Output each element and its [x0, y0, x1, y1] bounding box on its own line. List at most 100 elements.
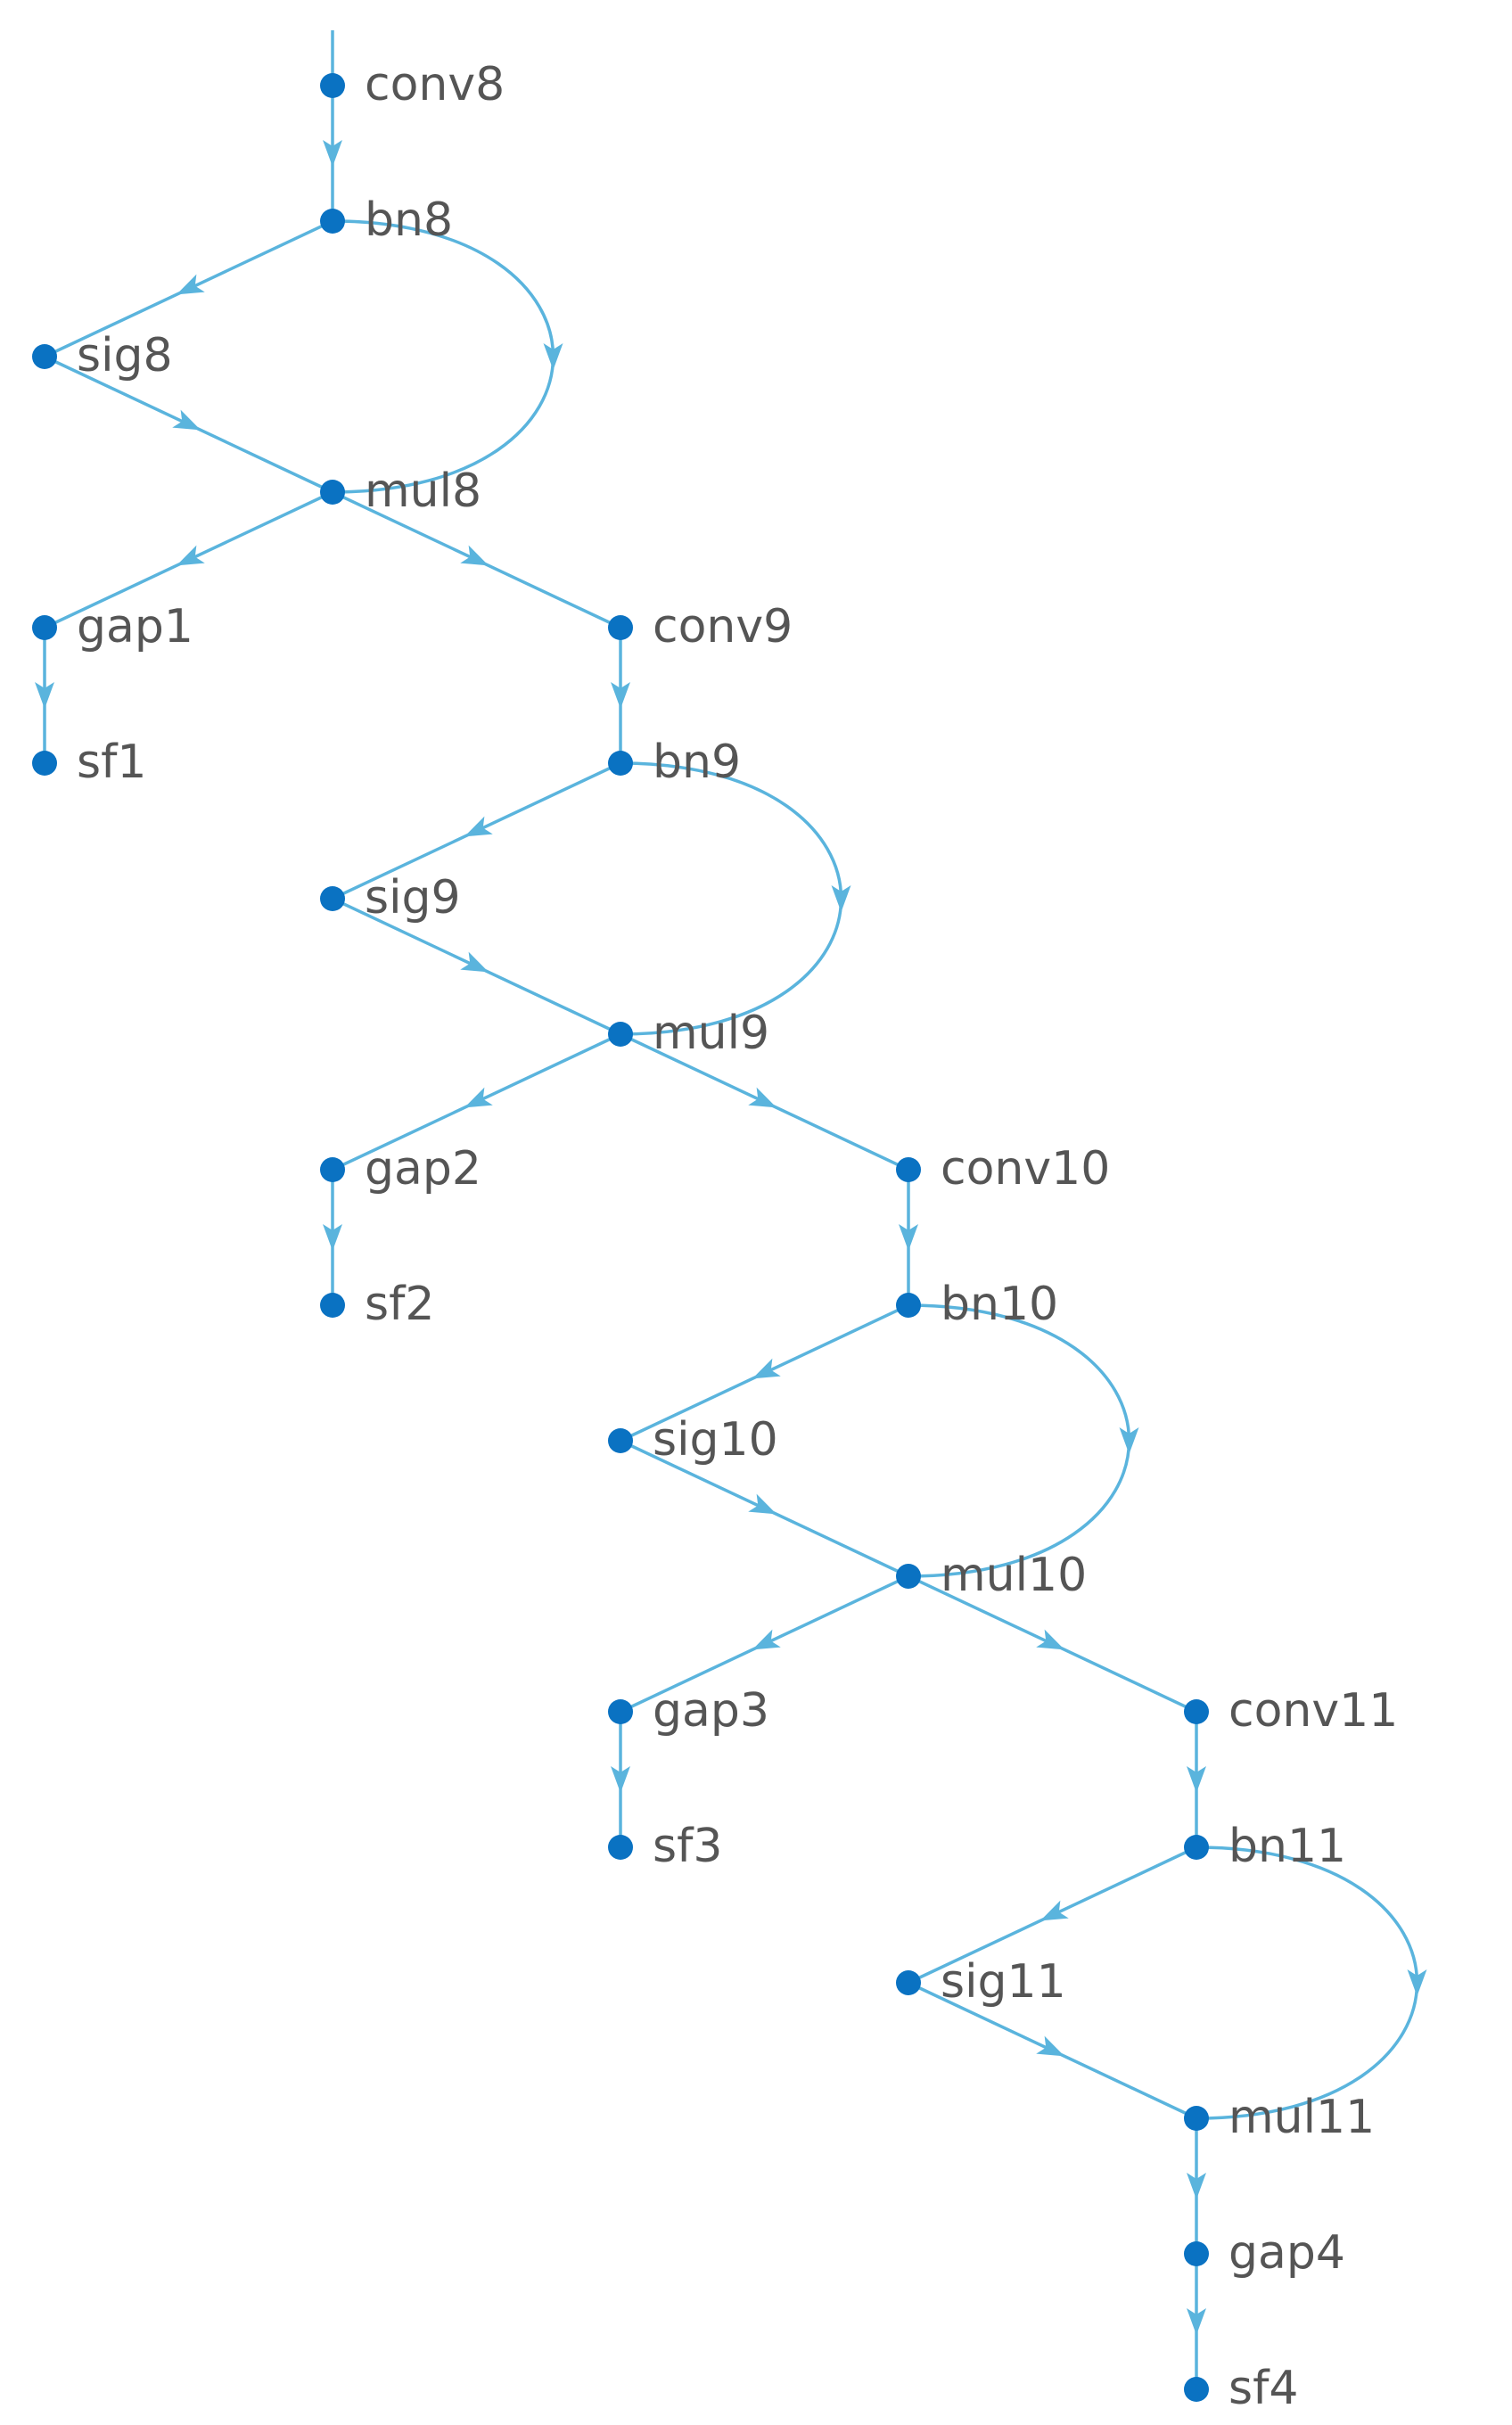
node-sig9[interactable]: sig9 [320, 871, 461, 925]
node-label: sf2 [365, 1278, 434, 1331]
edge-sig9-mul9-arrow [460, 951, 489, 973]
edge-sig10-mul10-arrow [748, 1493, 777, 1515]
edge-sig8-mul8-arrow [172, 409, 201, 431]
edge-mul11-gap4-arrow [1187, 2173, 1206, 2199]
node-mul11[interactable]: mul11 [1184, 2091, 1375, 2144]
node-label: sf3 [653, 1820, 722, 1873]
node-dot [896, 1970, 921, 1995]
node-label: bn9 [653, 736, 741, 789]
edge-bn8-mul8 [332, 219, 555, 494]
node-label: sig11 [941, 1955, 1066, 2009]
node-dot [320, 1157, 345, 1182]
edge-bn8-sig8-arrow [176, 274, 205, 295]
node-conv11[interactable]: conv11 [1184, 1684, 1398, 1738]
node-label: mul9 [653, 1007, 769, 1060]
edge-bn11-sig11-arrow [1040, 1900, 1069, 1921]
node-label: conv11 [1228, 1684, 1398, 1738]
node-bn9[interactable]: bn9 [608, 736, 741, 789]
node-conv9[interactable]: conv9 [608, 600, 793, 654]
edge-gap2-sf2-arrow [323, 1224, 342, 1251]
node-dot [32, 344, 57, 369]
node-label: gap1 [77, 600, 193, 654]
node-gap3[interactable]: gap3 [608, 1684, 769, 1738]
node-label: mul11 [1228, 2091, 1375, 2144]
edges-layer [35, 30, 1427, 2389]
node-dot [608, 1835, 633, 1860]
node-bn8[interactable]: bn8 [320, 193, 453, 247]
node-label: sf4 [1228, 2362, 1298, 2415]
node-label: gap3 [653, 1684, 769, 1738]
node-label: sig9 [365, 871, 461, 925]
node-dot [1184, 1835, 1209, 1860]
edge-mul8-conv9-arrow [460, 545, 489, 566]
node-sf1[interactable]: sf1 [32, 736, 146, 789]
node-label: gap4 [1228, 2226, 1345, 2280]
node-dot [896, 1157, 921, 1182]
node-bn10[interactable]: bn10 [896, 1278, 1058, 1331]
node-label: sig8 [77, 329, 173, 382]
edge-sig11-mul11-arrow [1036, 2035, 1065, 2057]
node-sf3[interactable]: sf3 [608, 1820, 722, 1873]
node-dot [896, 1564, 921, 1589]
node-dot [320, 886, 345, 911]
edge-mul10-gap3-arrow [752, 1629, 781, 1650]
edge-bn11-mul11-arrow [1407, 1969, 1427, 1996]
edge-mul10-conv11-arrow [1036, 1629, 1065, 1650]
node-label: bn10 [941, 1278, 1058, 1331]
node-dot [1184, 2377, 1209, 2402]
node-sig8[interactable]: sig8 [32, 329, 173, 382]
node-dot [1184, 2106, 1209, 2131]
nodes-layer: conv8 bn8 sig8 mul8 gap1 sf1 conv9 bn9 sig9 mul9 g… [32, 58, 1398, 2415]
edge-mul8-gap1-arrow [176, 545, 205, 566]
node-bn11[interactable]: bn11 [1184, 1820, 1346, 1873]
edge-gap1-sf1-arrow [35, 682, 54, 709]
node-gap1[interactable]: gap1 [32, 600, 193, 654]
node-mul9[interactable]: mul9 [608, 1007, 769, 1060]
node-sig10[interactable]: sig10 [608, 1413, 778, 1467]
edge-gap4-sf4-arrow [1187, 2308, 1206, 2335]
edge-conv10-bn10-arrow [899, 1224, 918, 1251]
node-sf4[interactable]: sf4 [1184, 2362, 1298, 2415]
node-dot [896, 1293, 921, 1318]
node-conv10[interactable]: conv10 [896, 1142, 1110, 1196]
edge-bn9-mul9 [620, 761, 843, 1036]
edge-conv9-bn9-arrow [611, 682, 630, 709]
edge-bn9-mul9-arrow [831, 885, 851, 912]
node-dot [320, 1293, 345, 1318]
node-label: sf1 [77, 736, 146, 789]
node-label: bn11 [1228, 1820, 1346, 1873]
node-mul8[interactable]: mul8 [320, 464, 481, 518]
node-label: conv8 [365, 58, 505, 111]
node-conv8[interactable]: conv8 [320, 58, 505, 111]
node-dot [320, 480, 345, 505]
node-dot [320, 209, 345, 234]
edge-conv8-bn8-arrow [323, 140, 342, 167]
edge-bn11-mul11 [1196, 1845, 1419, 2120]
node-mul10[interactable]: mul10 [896, 1549, 1087, 1602]
node-label: conv10 [941, 1142, 1110, 1196]
node-sf2[interactable]: sf2 [320, 1278, 434, 1331]
edge-bn9-sig9-arrow [464, 816, 493, 837]
node-dot [608, 1428, 633, 1453]
edge-gap3-sf3-arrow [611, 1766, 630, 1793]
node-label: mul10 [941, 1549, 1087, 1602]
node-label: sig10 [653, 1413, 778, 1467]
node-label: mul8 [365, 464, 481, 518]
node-label: gap2 [365, 1142, 481, 1196]
node-gap4[interactable]: gap4 [1184, 2226, 1345, 2280]
edge-bn10-mul10-arrow [1119, 1427, 1139, 1454]
node-dot [320, 73, 345, 98]
edge-mul9-conv10-arrow [748, 1087, 777, 1108]
node-sig11[interactable]: sig11 [896, 1955, 1066, 2009]
node-dot [32, 615, 57, 640]
node-dot [1184, 1699, 1209, 1724]
edge-bn8-mul8-arrow [543, 343, 563, 370]
node-gap2[interactable]: gap2 [320, 1142, 481, 1196]
node-dot [608, 751, 633, 776]
edge-mul9-gap2-arrow [464, 1087, 493, 1108]
node-dot [608, 615, 633, 640]
node-dot [608, 1699, 633, 1724]
edge-conv11-bn11-arrow [1187, 1766, 1206, 1793]
node-dot [1184, 2241, 1209, 2266]
